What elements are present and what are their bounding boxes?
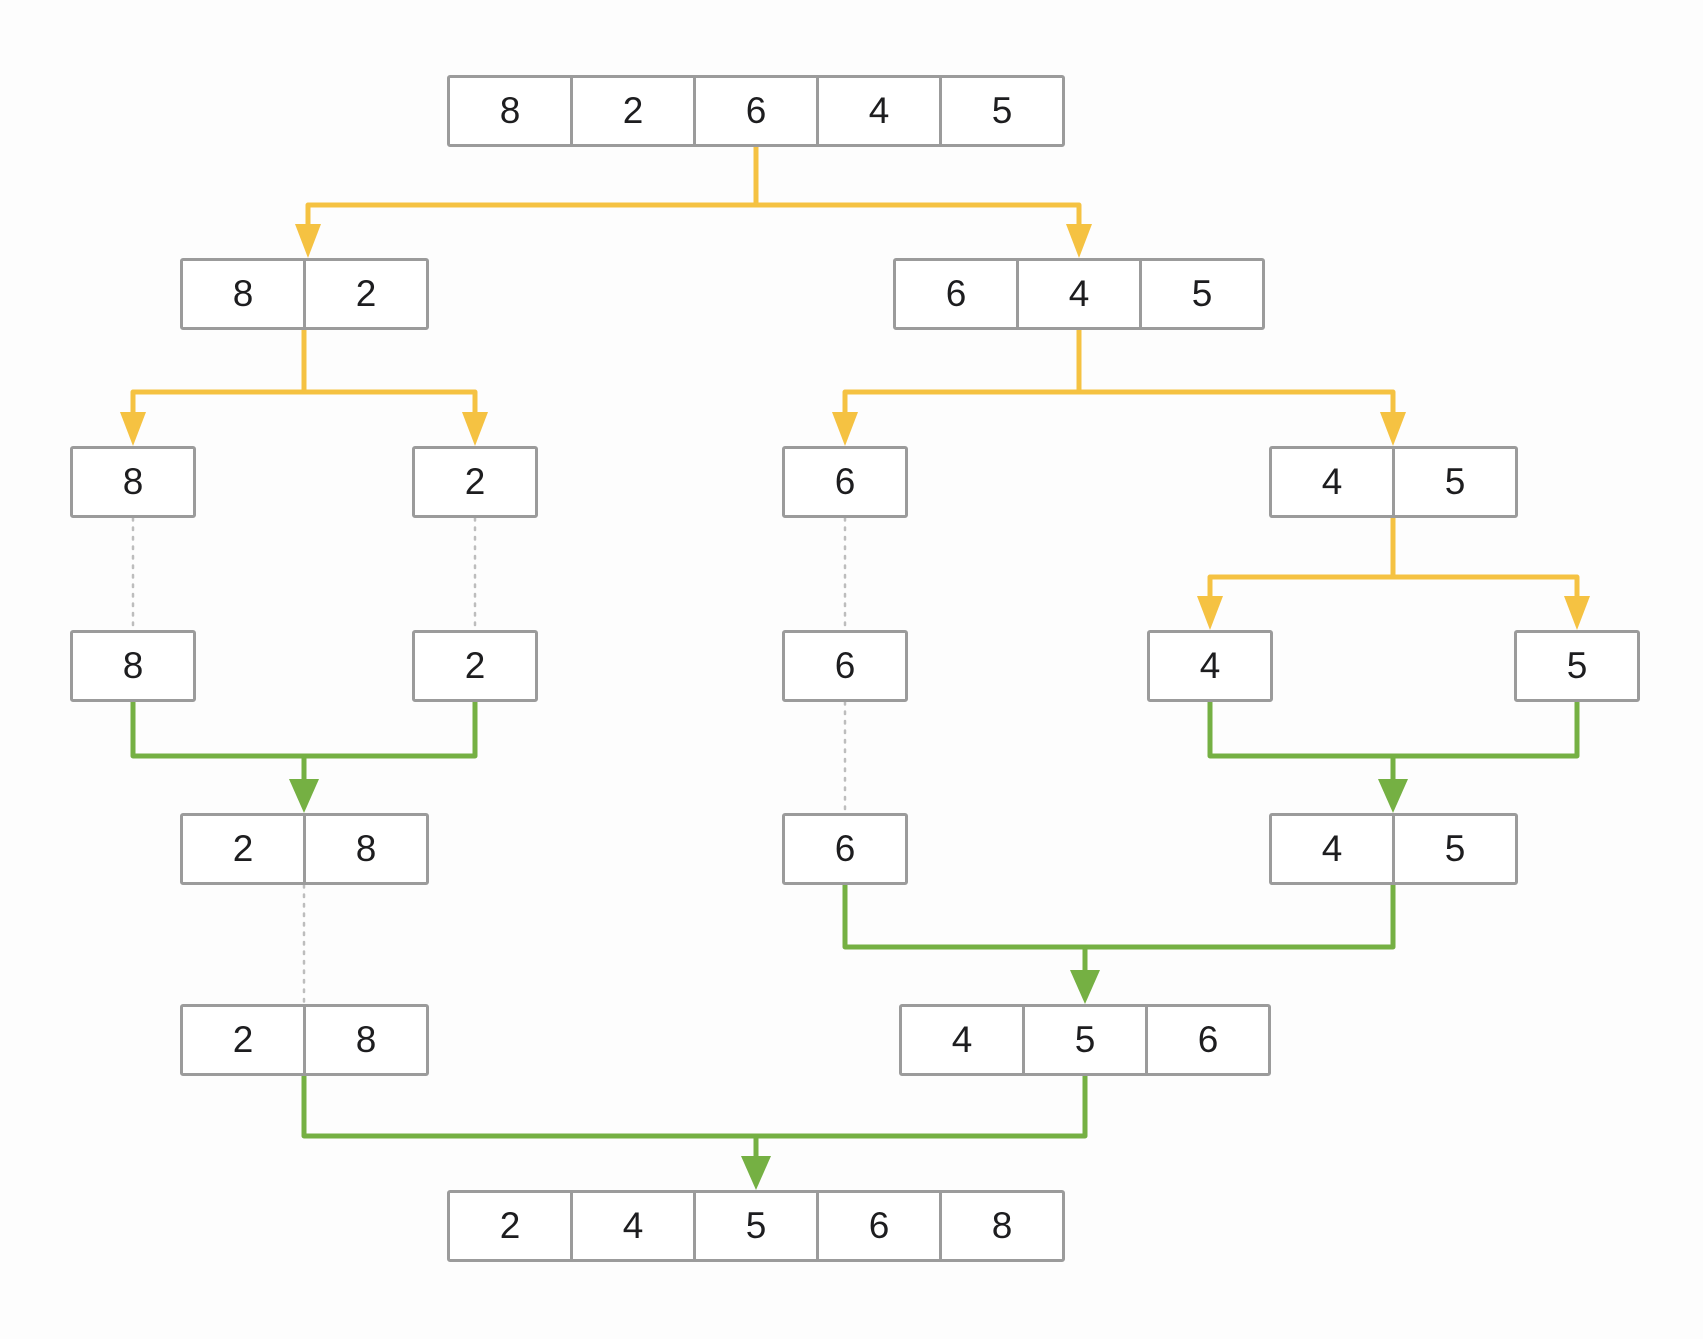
array-node-triple-6-4-5: 6 4 5 bbox=[893, 258, 1265, 330]
split-arrowhead-icon bbox=[462, 412, 488, 446]
array-cell: 2 bbox=[464, 461, 486, 502]
split-arrowhead-icon bbox=[1564, 596, 1590, 630]
array-cell: 5 bbox=[1392, 816, 1515, 882]
array-node-single-6-c: 6 bbox=[782, 813, 908, 885]
split-connector bbox=[305, 202, 1082, 226]
array-cell: 6 bbox=[816, 1193, 939, 1259]
array-node-merged-2-8-a: 2 8 bbox=[180, 813, 429, 885]
array-cell: 2 bbox=[232, 828, 254, 869]
array-cell: 2 bbox=[570, 78, 693, 144]
array-cell: 8 bbox=[232, 273, 254, 314]
split-arrowhead-icon bbox=[120, 412, 146, 446]
array-node-pair-4-5: 4 5 bbox=[1269, 446, 1518, 518]
array-cell: 8 bbox=[303, 816, 426, 882]
array-node-single-8-b: 8 bbox=[70, 630, 196, 702]
array-node-input: 8 2 6 4 5 bbox=[447, 75, 1065, 147]
array-cell: 4 bbox=[1016, 261, 1139, 327]
carry-lines bbox=[131, 516, 847, 1006]
array-node-single-6-b: 6 bbox=[782, 630, 908, 702]
array-node-merged-4-5-6: 4 5 6 bbox=[899, 1004, 1271, 1076]
merge-arrowhead-icon bbox=[289, 779, 319, 813]
array-node-single-8-a: 8 bbox=[70, 446, 196, 518]
array-cell: 8 bbox=[303, 1007, 426, 1073]
split-arrowheads bbox=[120, 224, 1590, 630]
array-cell: 8 bbox=[939, 1193, 1062, 1259]
array-cell: 4 bbox=[570, 1193, 693, 1259]
array-cell: 6 bbox=[1145, 1007, 1268, 1073]
array-cell: 5 bbox=[1139, 261, 1262, 327]
array-cell: 2 bbox=[303, 261, 426, 327]
array-cell: 6 bbox=[945, 273, 967, 314]
array-cell: 6 bbox=[834, 645, 856, 686]
array-node-merged-2-8-b: 2 8 bbox=[180, 1004, 429, 1076]
array-node-merged-4-5: 4 5 bbox=[1269, 813, 1518, 885]
array-node-pair-8-2: 8 2 bbox=[180, 258, 429, 330]
array-node-single-6-a: 6 bbox=[782, 446, 908, 518]
split-arrowhead-icon bbox=[1066, 224, 1092, 258]
array-cell: 2 bbox=[499, 1205, 521, 1246]
array-cell: 5 bbox=[1392, 449, 1515, 515]
array-cell: 4 bbox=[1321, 828, 1343, 869]
split-connector bbox=[842, 389, 1396, 414]
merge-arrowheads bbox=[289, 779, 1408, 1190]
array-cell: 4 bbox=[951, 1019, 973, 1060]
split-connector bbox=[130, 389, 478, 414]
array-cell: 4 bbox=[1321, 461, 1343, 502]
array-cell: 5 bbox=[1022, 1007, 1145, 1073]
array-node-single-4: 4 bbox=[1147, 630, 1273, 702]
split-arrowhead-icon bbox=[1197, 596, 1223, 630]
merge-connector bbox=[130, 702, 478, 759]
split-arrowhead-icon bbox=[832, 412, 858, 446]
merge-arrowhead-icon bbox=[741, 1156, 771, 1190]
split-connectors bbox=[130, 147, 1580, 598]
array-cell: 4 bbox=[816, 78, 939, 144]
merge-connector bbox=[842, 885, 1396, 950]
array-node-single-2-b: 2 bbox=[412, 630, 538, 702]
array-node-output: 2 4 5 6 8 bbox=[447, 1190, 1065, 1262]
merge-connector bbox=[1207, 702, 1580, 759]
array-cell: 2 bbox=[232, 1019, 254, 1060]
merge-connectors bbox=[130, 702, 1580, 1158]
array-cell: 6 bbox=[834, 461, 856, 502]
array-cell: 5 bbox=[1566, 645, 1588, 686]
array-cell: 6 bbox=[834, 828, 856, 869]
merge-arrowhead-icon bbox=[1070, 970, 1100, 1004]
array-cell: 5 bbox=[939, 78, 1062, 144]
split-arrowhead-icon bbox=[295, 224, 321, 258]
array-cell: 8 bbox=[499, 90, 521, 131]
merge-connector bbox=[301, 1076, 1088, 1139]
array-cell: 8 bbox=[122, 645, 144, 686]
array-cell: 2 bbox=[464, 645, 486, 686]
array-cell: 4 bbox=[1199, 645, 1221, 686]
array-node-single-5: 5 bbox=[1514, 630, 1640, 702]
array-cell: 6 bbox=[693, 78, 816, 144]
array-cell: 5 bbox=[693, 1193, 816, 1259]
array-node-single-2-a: 2 bbox=[412, 446, 538, 518]
split-arrowhead-icon bbox=[1380, 412, 1406, 446]
array-cell: 8 bbox=[122, 461, 144, 502]
merge-arrowhead-icon bbox=[1378, 779, 1408, 813]
split-connector bbox=[1207, 574, 1580, 598]
